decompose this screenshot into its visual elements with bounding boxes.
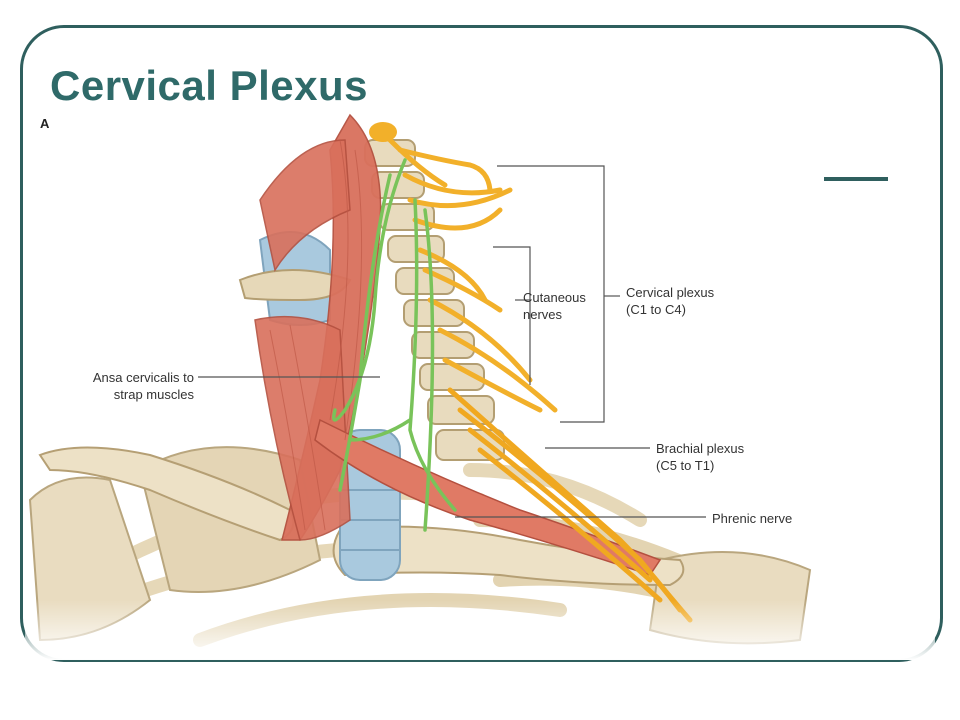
- panel-letter: A: [40, 116, 50, 131]
- label-leader-lines: [198, 165, 706, 518]
- spinal-cord-top: [369, 122, 397, 142]
- label-brachial-plexus: Brachial plexus (C5 to T1): [656, 440, 744, 474]
- brachial-plexus-nerves: [447, 387, 693, 623]
- label-brachial-line2: (C5 to T1): [656, 458, 715, 473]
- label-cervical-plexus-line1: Cervical plexus: [626, 285, 715, 300]
- label-brachial-line1: Brachial plexus: [656, 441, 745, 456]
- label-phrenic-line1: Phrenic nerve: [712, 511, 793, 526]
- label-cutaneous-line1: Cutaneous: [523, 290, 586, 305]
- label-cutaneous-nerves: Cutaneous nerves: [523, 289, 586, 323]
- label-ansa-line2: strap muscles: [113, 387, 194, 402]
- label-ansa-line1: Ansa cervicalis to: [92, 370, 194, 385]
- label-phrenic-nerve: Phrenic nerve: [712, 510, 792, 527]
- slide-title: Cervical Plexus: [50, 62, 369, 109]
- label-cervical-plexus: Cervical plexus (C1 to C4): [626, 284, 714, 318]
- ansa-cervicalis-phrenic-nerves: [332, 158, 457, 532]
- label-cutaneous-line2: nerves: [523, 307, 563, 322]
- accent-bar: [824, 177, 888, 181]
- muscle-fibres: [269, 139, 363, 531]
- label-ansa-cervicalis: Ansa cervicalis to strap muscles: [60, 369, 194, 403]
- label-cervical-plexus-line2: (C1 to C4): [626, 302, 686, 317]
